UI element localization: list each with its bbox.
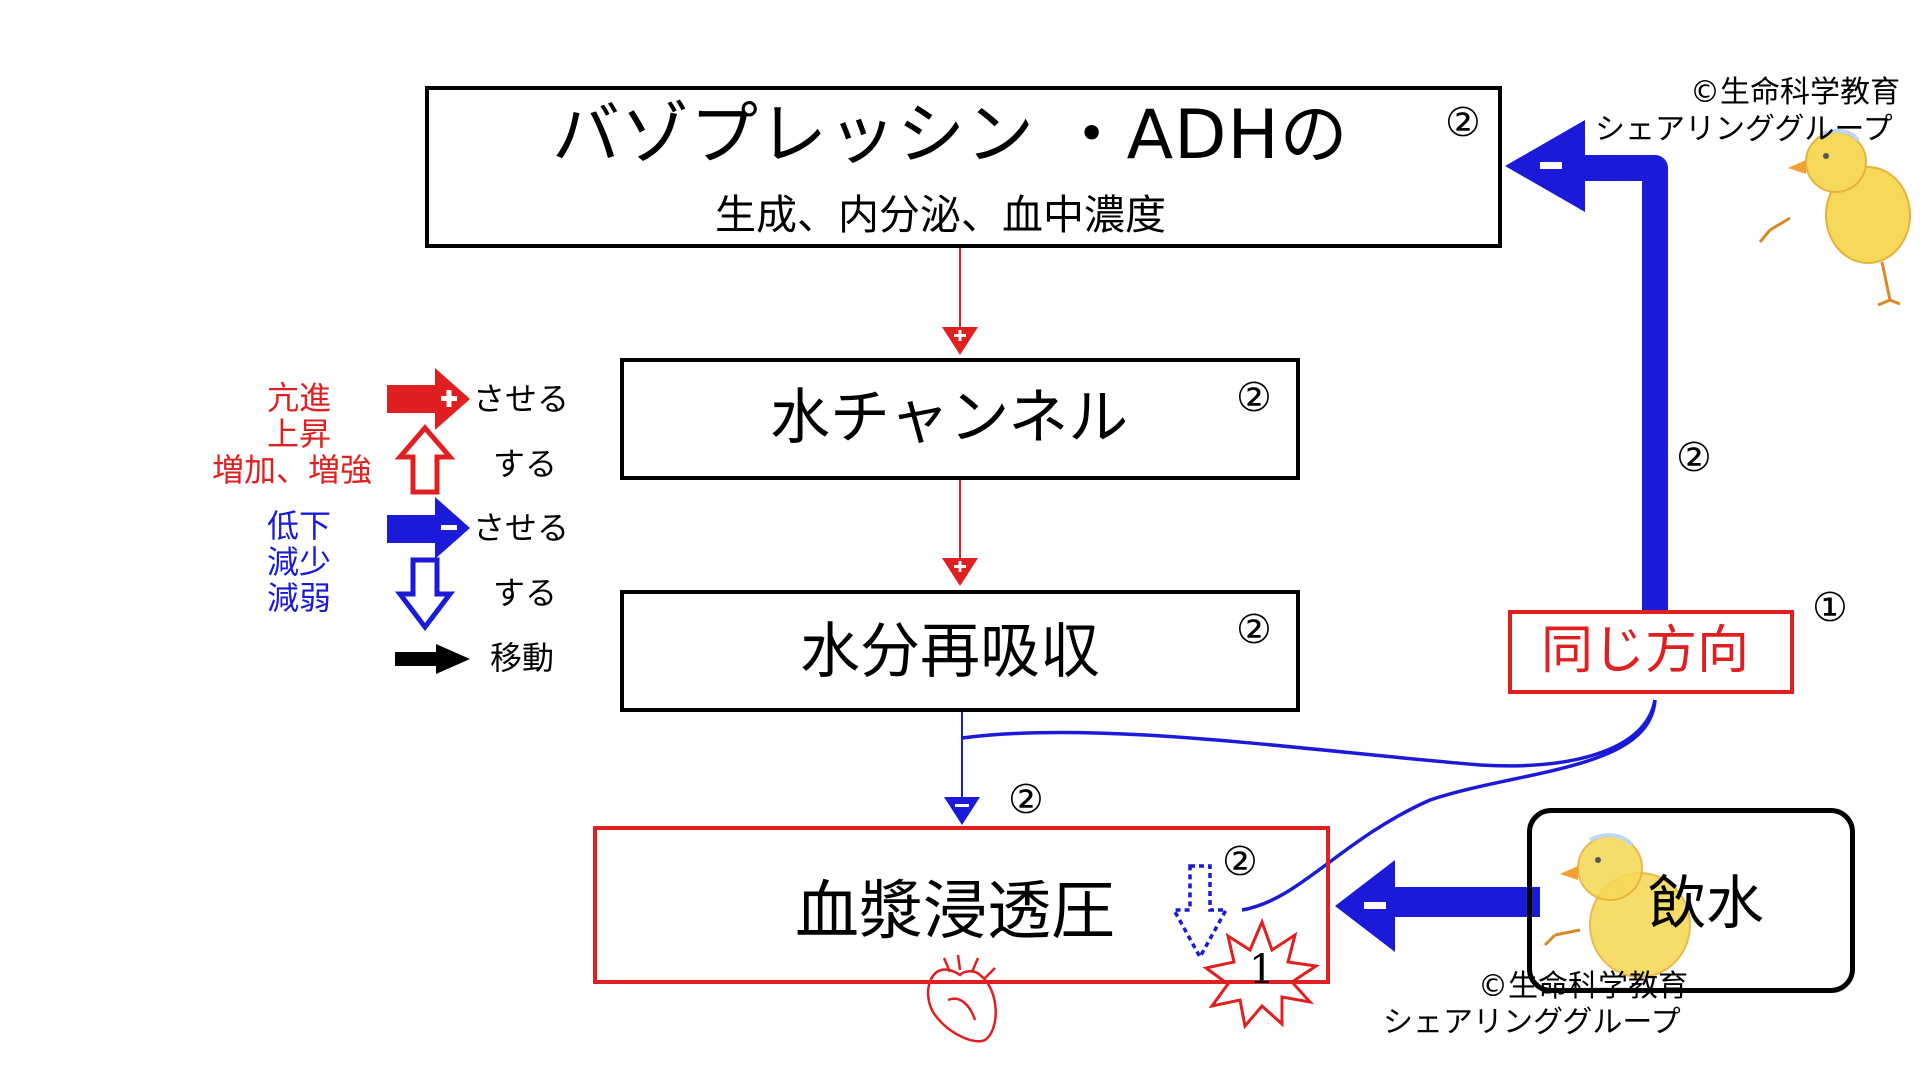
legend-red-up-hollow-arrow [394,424,456,495]
legend-make-blue: させる [473,509,570,547]
copyright-bottom-line2: シェアリンググループ [1383,1005,1681,1040]
drinking-title: 飲水 [1648,869,1765,937]
to-osmotic-mark: ② [1008,777,1044,823]
legend-black-right-arrow [395,644,470,674]
heart-icon [926,954,997,1043]
curve-from-reabsorption [961,699,1657,768]
legend-make-red: させる [473,380,570,418]
arrow-reabsorption-to-osmotic [944,712,980,825]
copyright-top-line1: ©生命科学教育 [1690,75,1900,110]
copyright-bottom-line1: ©生命科学教育 [1478,969,1688,1004]
star-number: 1 [1249,947,1275,993]
chick-illustration-bottom [1543,833,1691,978]
legend-move: 移動 [490,639,555,677]
water-channel-box [620,358,1300,480]
adh-subtitle: 生成、内分泌、血中濃度 [715,191,1166,239]
legend-blue-right-arrow [387,497,470,559]
curve-from-osmotic [1241,699,1657,912]
legend-blue-down-hollow-arrow [394,557,456,632]
copyright-top-line2: シェアリンググループ [1595,112,1893,147]
same-direction-box [1508,610,1794,694]
adh-box [425,86,1502,248]
drinking-arrow [1335,860,1540,952]
legend-increase-word-3: 増加、増強 [212,451,373,489]
reabsorption-mark: ② [1236,607,1272,653]
arrow-adh-to-channel [942,248,978,355]
osmotic-title: 血漿浸透圧 [795,875,1115,949]
adh-title: バゾプレッシン ・ADHの [552,96,1349,175]
feedback-arrow [1505,120,1668,612]
adh-mark: ② [1445,100,1481,146]
chick-illustration-top [1758,128,1911,307]
drinking-box [1527,808,1855,993]
legend-increase-word-2: 上昇 [267,415,332,453]
legend-decrease-word-1: 低下 [267,507,332,545]
legend-do-red: する [493,445,558,483]
water-channel-title: 水チャンネル [770,383,1129,453]
osmotic-box [593,826,1330,984]
water-channel-mark: ② [1236,375,1272,421]
arrow-channel-to-reabsorption [942,480,978,586]
star-burst [1202,917,1321,1030]
legend-increase-word-1: 亢進 [267,379,332,417]
feedback-mark: ② [1676,435,1712,481]
legend-decrease-word-3: 減弱 [267,579,332,617]
legend-do-blue: する [493,574,558,612]
same-direction-mark: ① [1812,585,1848,631]
legend-decrease-word-2: 減少 [267,543,332,581]
down-dotted-arrow-osmotic [1171,864,1229,961]
legend-red-right-arrow [387,368,470,430]
osmotic-mark: ② [1222,839,1258,885]
reabsorption-box [620,590,1300,712]
same-direction-title: 同じ方向 [1541,621,1750,681]
reabsorption-title: 水分再吸収 [800,617,1100,687]
